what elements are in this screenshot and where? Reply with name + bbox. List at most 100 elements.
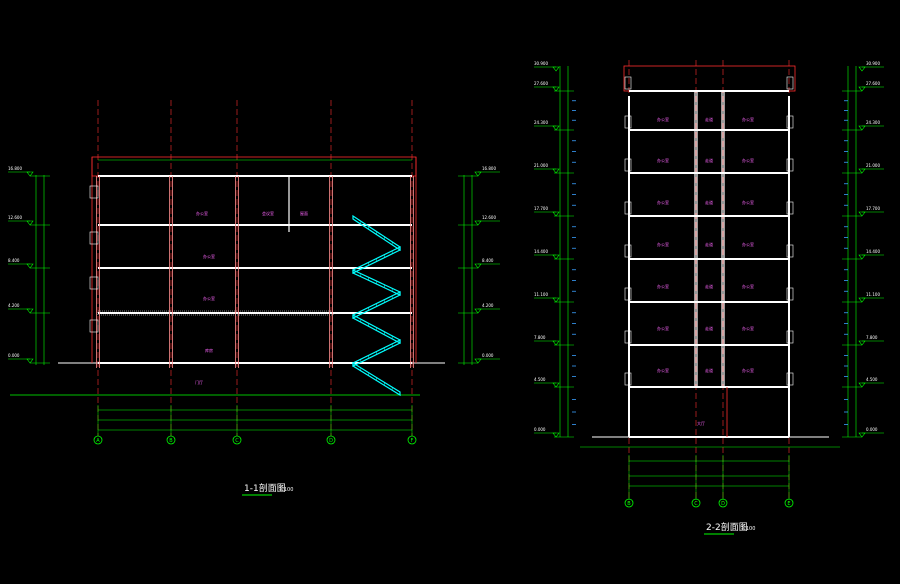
room-right-2-4: 办公室 <box>742 199 754 205</box>
axis-bubble-2-E-label: E <box>787 501 790 507</box>
level-2-left-3-value: 11.100 <box>534 292 548 297</box>
room-label-1-4: 库房 <box>205 347 213 353</box>
level-2-left-2-value: 7.800 <box>534 335 546 340</box>
room-left-2-4: 办公室 <box>657 199 669 205</box>
room-right-2-0: 办公室 <box>742 367 754 373</box>
level-1-right-4-value: 16.800 <box>482 166 496 171</box>
axis-bubble-1-A-circle <box>93 435 103 445</box>
window-2-right-6 <box>786 115 794 129</box>
window-2-left-2 <box>624 287 632 301</box>
room-label-1-0: 办公室 <box>196 210 208 216</box>
room-right-2-6: 办公室 <box>742 116 754 122</box>
window-2-right-3 <box>786 244 794 258</box>
room-left-2-2: 办公室 <box>657 283 669 289</box>
room-label-1-5: 门厅 <box>195 379 203 385</box>
level-1-left-0-value: 0.000 <box>8 353 20 358</box>
axis-bubble-2-D-circle <box>718 498 728 508</box>
section-2-level-marks: 0.000 0.000 4.500 4.500 7.800 7.800 11.100 11.1… <box>534 61 884 438</box>
level-2-right-1-value: 4.500 <box>866 377 878 382</box>
room-mid-2-0: 走道 <box>705 367 713 373</box>
section-2-dimensions <box>554 66 862 500</box>
level-2-left-9-value: 30.900 <box>534 61 548 66</box>
room-right-2-1: 办公室 <box>742 325 754 331</box>
section-1-structure <box>10 156 445 396</box>
window-1-0 <box>89 185 99 199</box>
window-2-right-0 <box>786 372 794 386</box>
axis-bubble-1-F-label: F <box>411 438 414 444</box>
room-label-1-1: 会议室 <box>262 210 274 216</box>
room-mid-2-4: 走道 <box>705 199 713 205</box>
level-2-left-0-value: 0.000 <box>534 427 546 432</box>
level-1-right-1-value: 4.200 <box>482 303 494 308</box>
section-2-room-labels: 办公室办公室办公室办公室办公室办公室办公室走道走道走道走道走道走道走道办公室办公… <box>657 116 754 426</box>
room-left-2-0: 办公室 <box>657 367 669 373</box>
section-2-structure <box>580 65 840 448</box>
level-2-right-0-value: 0.000 <box>866 427 878 432</box>
level-2-right-5-value: 17.700 <box>866 206 880 211</box>
axis-bubble-2-C-circle <box>691 498 701 508</box>
window-2-right-1 <box>786 330 794 344</box>
axis-bubble-1-C-label: C <box>235 438 239 444</box>
room-right-2-2: 办公室 <box>742 283 754 289</box>
level-1-right-0-value: 0.000 <box>482 353 494 358</box>
axis-bubble-1-F-circle <box>407 435 417 445</box>
level-2-right-8-value: 27.600 <box>866 81 880 86</box>
room-mid-2-5: 走道 <box>705 157 713 163</box>
level-2-left-6-value: 21.000 <box>534 163 548 168</box>
room-right-2-5: 办公室 <box>742 157 754 163</box>
room-mid-2-3: 走道 <box>705 241 713 247</box>
room-mid-2-1: 走道 <box>705 325 713 331</box>
section-2-2: 办公室办公室办公室办公室办公室办公室办公室走道走道走道走道走道走道走道办公室办公… <box>534 60 884 535</box>
window-2-left-0 <box>624 372 632 386</box>
axis-bubble-2-C-label: C <box>694 501 698 507</box>
window-1-1 <box>89 231 99 245</box>
window-2-left-7 <box>624 76 632 90</box>
room-left-2-5: 办公室 <box>657 157 669 163</box>
level-1-right-2-value: 8.400 <box>482 258 494 263</box>
window-2-right-2 <box>786 287 794 301</box>
hatched-slab-1 <box>97 310 334 316</box>
window-1-2 <box>89 276 99 290</box>
level-1-left-2-value: 8.400 <box>8 258 20 263</box>
room-label-1-3: 办公室 <box>203 295 215 301</box>
level-1-left-4-value: 16.800 <box>8 166 22 171</box>
level-2-right-3-value: 11.100 <box>866 292 880 297</box>
room-left-2-6: 办公室 <box>657 116 669 122</box>
room-right-2-3: 办公室 <box>742 241 754 247</box>
level-1-right-3-value: 12.600 <box>482 215 496 220</box>
section-2-scale: 1:100 <box>741 526 755 532</box>
window-1-3 <box>89 319 99 333</box>
level-2-right-2-value: 7.800 <box>866 335 878 340</box>
room-mid-2-6: 走道 <box>705 116 713 122</box>
room-mid-2-2: 走道 <box>705 283 713 289</box>
section-2-title: 2-2剖面图 <box>706 521 748 533</box>
section-1-room-labels: 办公室会议室办公室办公室库房门厅屋面 <box>195 210 308 385</box>
level-2-right-7-value: 24.300 <box>866 120 880 125</box>
level-2-right-4-value: 14.400 <box>866 249 880 254</box>
axis-bubble-1-D-circle <box>326 435 336 445</box>
axis-bubble-1-C-circle <box>232 435 242 445</box>
window-2-right-5 <box>786 158 794 172</box>
axis-bubble-1-B-circle <box>166 435 176 445</box>
window-2-left-1 <box>624 330 632 344</box>
level-2-left-7-value: 24.300 <box>534 120 548 125</box>
roof-label-1: 屋面 <box>300 210 308 216</box>
level-2-right-6-value: 21.000 <box>866 163 880 168</box>
level-1-left-3-value: 12.600 <box>8 215 22 220</box>
ground-label-2: 大厅 <box>697 420 705 426</box>
level-2-left-5-value: 17.700 <box>534 206 548 211</box>
window-2-left-5 <box>624 158 632 172</box>
axis-bubble-2-D-label: D <box>721 501 725 507</box>
axis-bubble-1-D-label: D <box>329 438 333 444</box>
section-1-dimensions <box>30 159 478 436</box>
level-2-left-1-value: 4.500 <box>534 377 546 382</box>
section-1-stair <box>352 214 401 397</box>
section-1-scale: 1:100 <box>279 487 293 493</box>
axis-bubble-1-A-label: A <box>96 438 100 444</box>
